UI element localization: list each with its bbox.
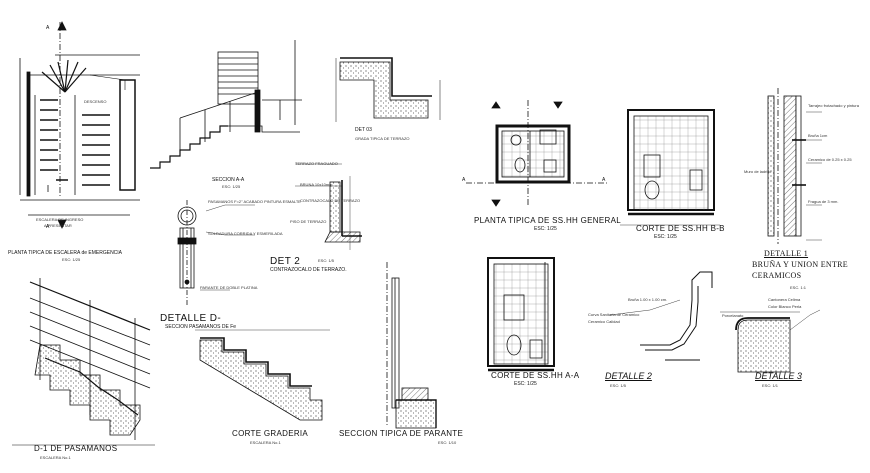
det03-sub: GRADA TIPICA DE TERRAZO [355,136,410,141]
detalle2-note3: Ceramico Calidad [588,319,620,324]
corte-bb-scale: ESC: 1/25 [654,234,677,240]
corte-graderia-drawing [195,329,330,421]
det2-scale: ESC: 1/5 [318,258,335,263]
detalle1-sub2: CERAMICOS [752,271,802,280]
detalle1-note3: Ceramico de 0.25 x 0.25 [808,157,852,162]
ss-mark-a-left: A [462,177,466,183]
detalle-d-sub: SECCION PASAMANOS DE Fe [165,324,237,330]
ss-mark-a-right: A [602,177,606,183]
plan-escalera-note1: ESCALERA DE INGRESO [36,217,84,222]
detalle3-scale: ESC: 1/1 [762,383,779,388]
seccion-parante-drawing [386,262,437,429]
ss-plan-scale: ESC: 1/25 [534,226,557,232]
detalle1-note2: Bruña 1cm [808,133,828,138]
mark-a-bottom: A [46,224,50,230]
detalle-d-title: DETALLE D- [160,313,222,324]
detalle1-title: DETALLE 1 [764,249,809,258]
seccion-parante-scale: ESC: 1/10 [438,440,457,445]
ss-plan-title: PLANTA TIPICA DE SS.HH GENERAL [474,216,621,225]
detalle-d-note1: PASAMANOS F=2" ACABADO PINTURA ESMALTE [208,199,301,204]
seccion-aa-drawing [150,40,302,169]
detalle-d-drawing [177,200,197,305]
corte-aa-scale: ESC: 1/25 [514,381,537,387]
plan-escalera-title: PLANTA TIPICA DE ESCALERA de EMERGENCIA [8,250,123,256]
plan-escalera-note2: A PRESENTAR [44,223,72,228]
detalle1-sub1: BRUÑA Y UNION ENTRE [752,260,848,269]
detalle1-note4: Fragua de 3 mm. [808,199,839,204]
d1-sub: ESCALERA No.1 [40,455,71,460]
section-aa-scale: ESC: 1/25 [222,184,241,189]
detalle3-note1: Cantonera Celima [768,297,801,302]
corte-aa-drawing [487,257,555,372]
detalle2-note2: Curva Sanitaria de Ceramico [588,312,640,317]
corte-graderia-sub: ESCALERA No.1 [250,440,281,445]
det2-note2: BRUNA 10x10mm [300,182,333,187]
detalle2-drawing [640,271,713,361]
det2-drawing [324,176,362,250]
detalle2-title: DETALLE 2 [605,371,652,381]
det2-note4: PISO DE TERRAZO [290,219,327,224]
plan-escalera-scale: ESC: 1/25 [62,257,81,262]
corte-bb-title: CORTE DE SS.HH B-B [636,224,725,233]
ss-plan-drawing [466,100,608,207]
corte-graderia-title: CORTE GRADERIA [232,429,309,438]
detalle3-note3: Porcelanato [722,313,744,318]
detalle-d-note2: SOLDADURA CORRIDA Y ESMERILADA [208,231,283,236]
corte-bb-drawing [620,109,720,226]
det2-sub: CONTRAZOCALO DE TERRAZO. [270,267,347,273]
annotation-leaders [200,111,822,331]
detalle2-note1: Bruña 1.00 x 1.00 cm. [628,297,668,302]
section-aa-title: SECCION A-A [212,177,245,183]
detalle2-scale: ESC: 1/5 [610,383,627,388]
detalle3-title: DETALLE 3 [755,371,802,381]
mark-a-top: A [46,25,50,31]
detalle3-drawing [720,311,800,373]
d1-title: D-1 DE PASAMANOS [34,444,118,453]
seccion-parante-title: SECCION TIPICA DE PARANTE [339,429,464,438]
detalle1-note1: Tarrajeo frotachado y pintura [808,103,859,108]
detalle-d-note3: PARANTE DE DOBLE PLATINA [200,285,258,290]
detalle1-drawing [767,88,806,244]
det03-drawing [335,57,441,122]
detalle1-note5: Muro de ladrillo [744,169,772,174]
plan-escalera-step-marks [89,74,126,90]
plan-escalera-descenso: DESCENSO [84,99,107,104]
det03-title: DET 03 [355,127,372,133]
d1-pasamanos-drawing [12,278,155,446]
detalle3-note2: Color Blanco Perla [768,304,802,309]
det2-title: DET 2 [270,256,301,267]
detalle1-scale: ESC. 1:1 [790,285,807,290]
plan-escalera-drawing [19,21,140,229]
det2-note1: TERRAZO FRAGUADO [295,161,338,166]
det2-note3: CONTRAZOCALO DE TERRAZO [300,198,361,203]
corte-aa-title: CORTE DE SS.HH A-A [491,371,580,380]
